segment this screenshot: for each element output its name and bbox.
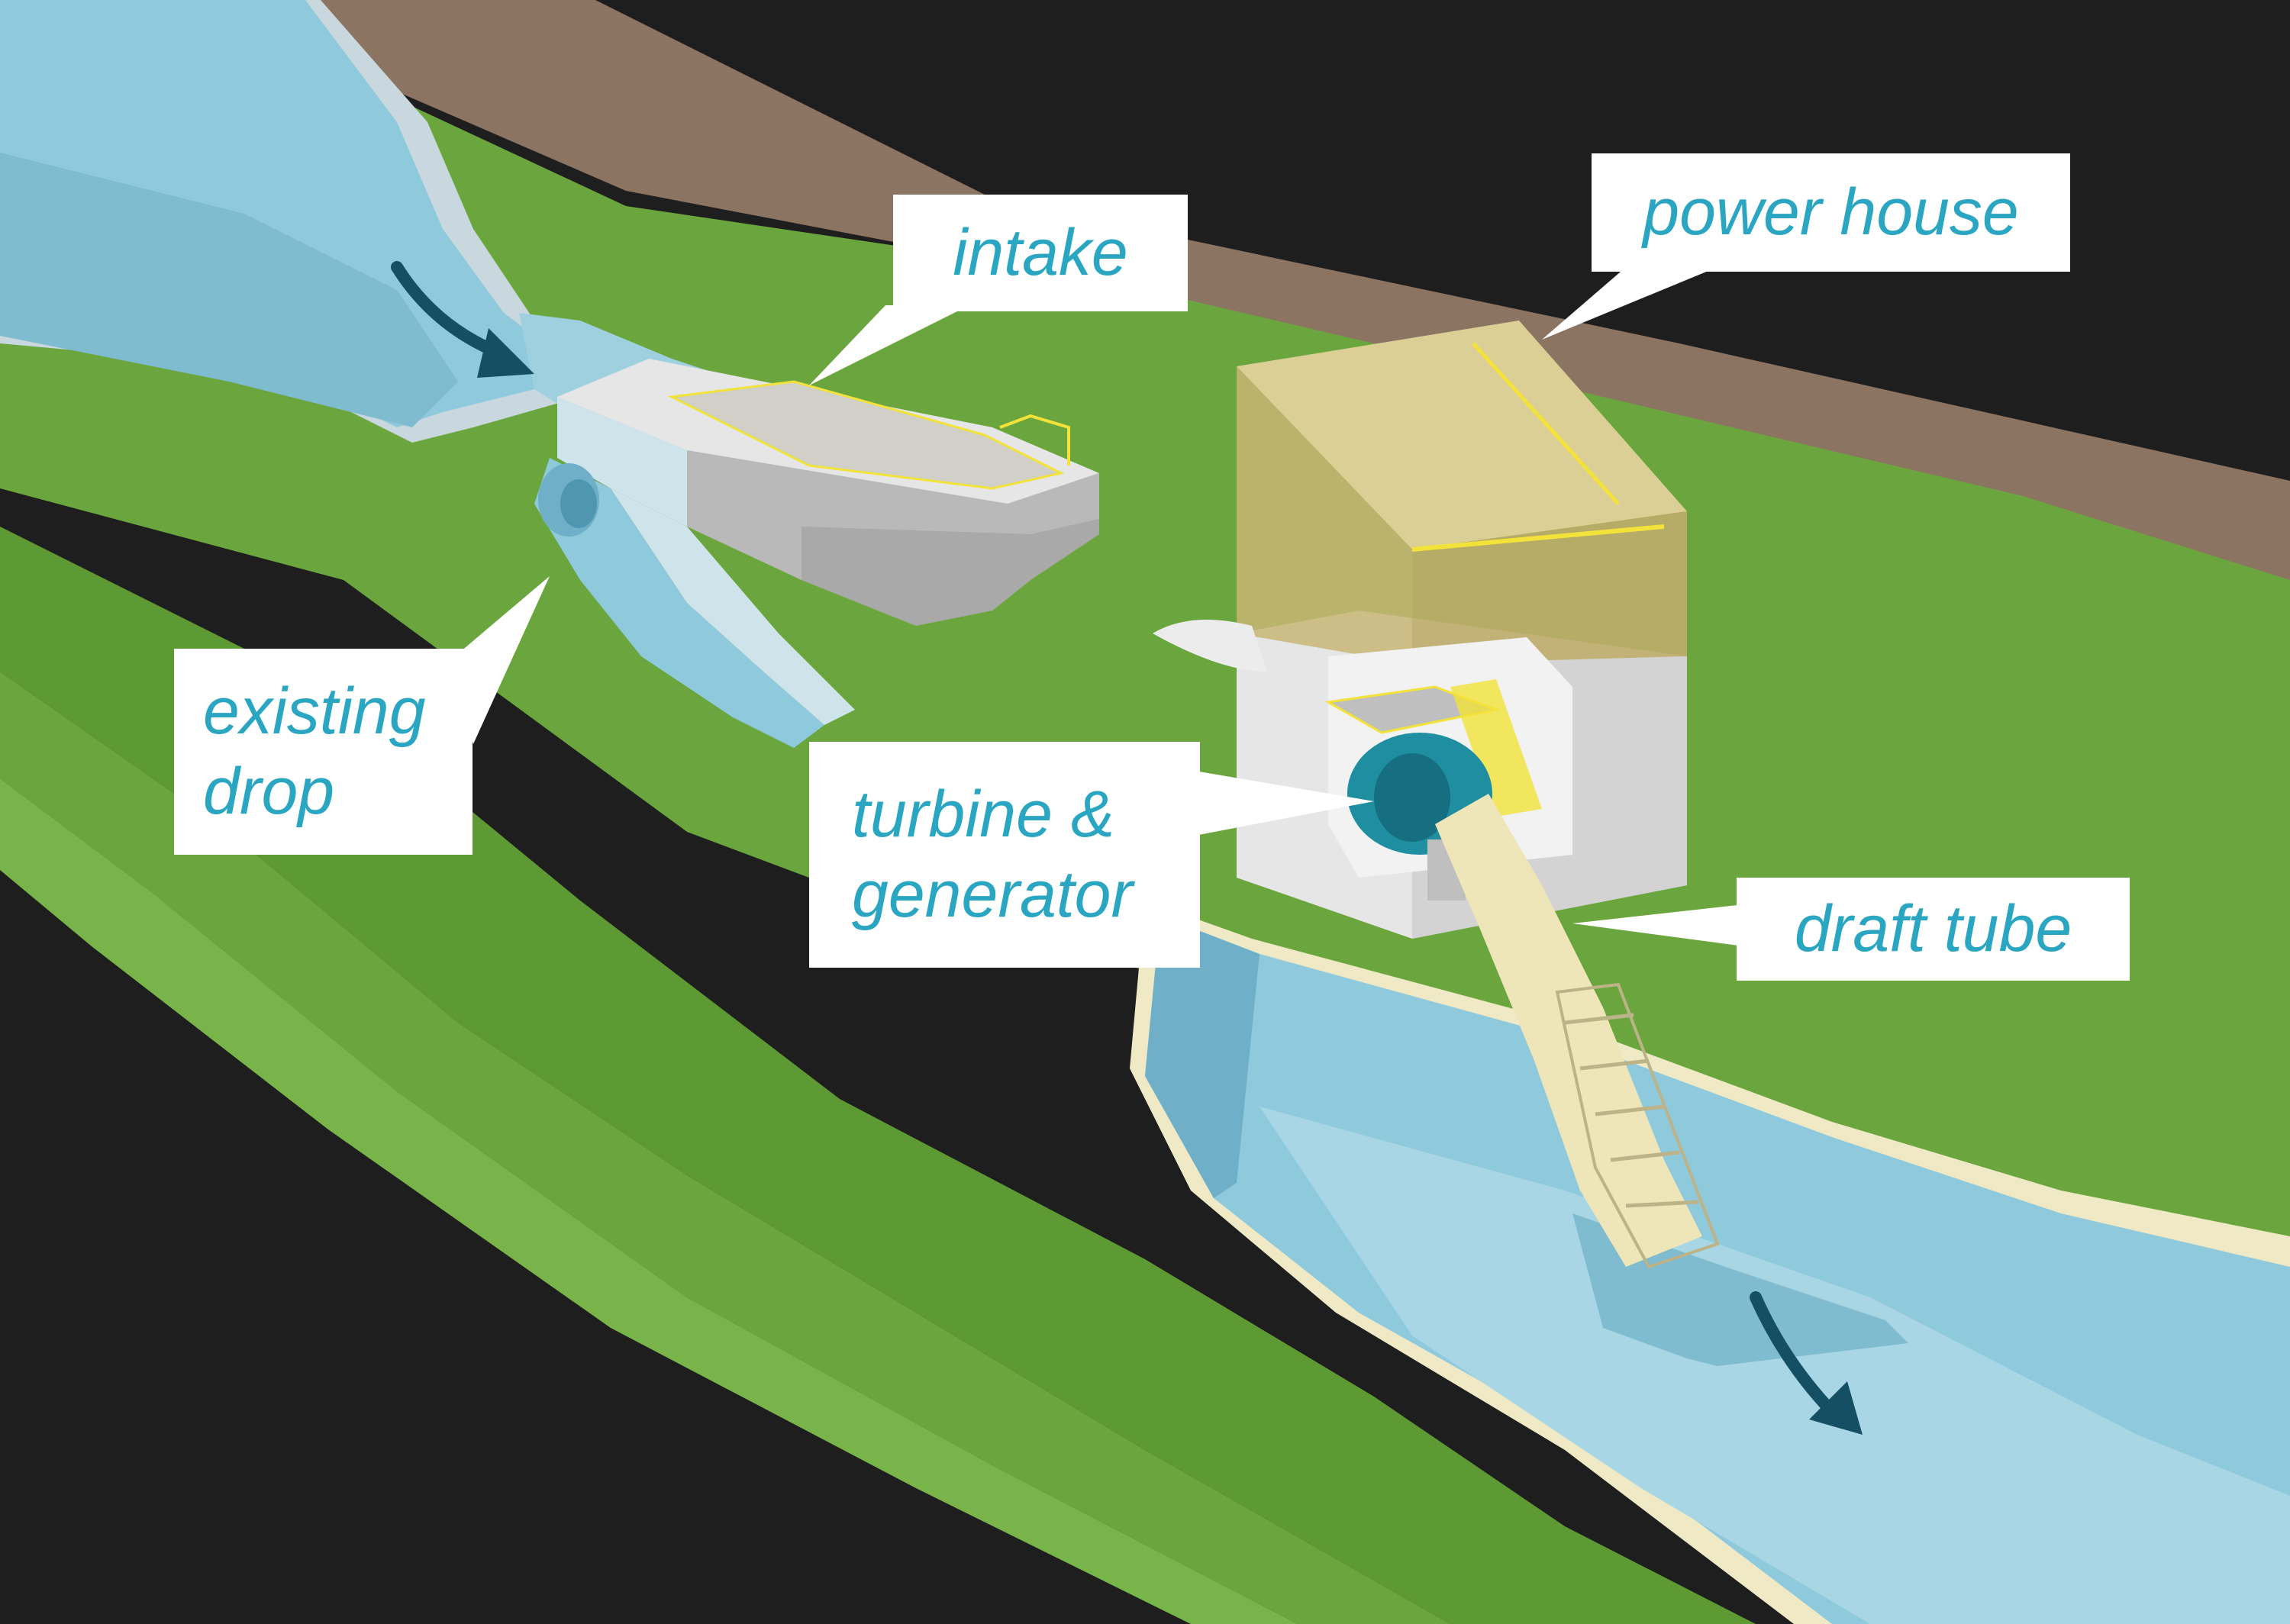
turbine-hub [1374,753,1450,842]
intake-side-wall [557,397,687,527]
crane-rail-2 [1472,342,1620,505]
turbine-generator-label: turbine & generator [809,742,1200,968]
callout-pointer-turbine [1195,771,1374,836]
draft-tube-rib-2 [1579,1058,1650,1071]
intake-label: intake [893,195,1188,311]
upper-canal-slope [0,153,458,427]
draft-tube-rib-4 [1610,1150,1680,1162]
intake-wall-face [802,519,1099,626]
draft-tube-rib-5 [1625,1200,1699,1208]
callout-pointer-intake [809,305,969,385]
arrow-head-in [477,328,534,378]
draft-tube-label-text: draft tube [1794,892,2072,966]
existing-drop-label-line2: drop [203,755,335,828]
stair [1450,679,1542,817]
existing-drop-label-line1: existing [203,675,426,749]
callout-pointer-existing-drop [450,576,550,744]
crane-rail [1411,524,1665,552]
callout-pointer-draft-tube [1572,904,1744,946]
arrow-head-out [1809,1381,1863,1435]
intake-grate [667,380,1065,490]
drop-channel-water [534,458,824,748]
draft-tube-rib-3 [1595,1104,1665,1116]
drop-pipe-outlet-inner [560,479,597,528]
power-house-label: power house [1592,153,2070,272]
turbine-label-line2: generator [852,858,1134,931]
intake-railing [999,414,1070,466]
existing-drop-label: existing drop [174,649,473,855]
powerhouse-front-glass [1237,366,1412,664]
lower-canal-slope [1145,916,1260,1198]
powerhouse-side-glass [1412,511,1687,664]
draft-tube [1435,794,1702,1267]
bypass-nozzle [1153,620,1267,672]
turbine-label-line1: turbine & [852,778,1115,852]
callout-pointer-power-house [1542,267,1718,340]
draft-tube-label: draft tube [1737,878,2130,981]
intake-label-text: intake [953,216,1128,290]
draft-tube-ribs [1555,982,1720,1269]
drop-channel-wall [611,488,855,725]
power-house-label-text: power house [1643,176,2019,250]
powerhouse-roof [1237,321,1687,549]
lower-canal-floor [1260,1107,2290,1624]
road [153,0,2290,580]
draft-tube-rib-1 [1564,1013,1634,1025]
